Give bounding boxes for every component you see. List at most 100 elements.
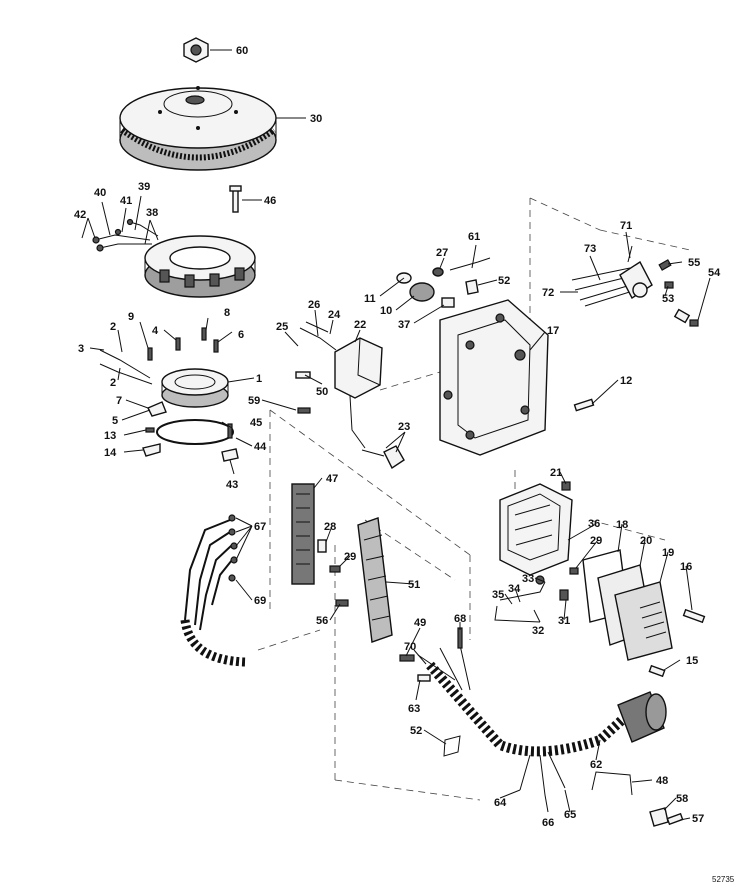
callout-29b: 29	[590, 535, 602, 547]
spring-48	[591, 771, 633, 796]
callout-28: 28	[324, 521, 336, 533]
callout-54: 54	[708, 267, 721, 279]
callout-16: 16	[680, 561, 692, 573]
module-cover	[582, 549, 706, 678]
clamp-52	[443, 735, 461, 757]
callout-29a: 29	[344, 551, 356, 563]
callout-65: 65	[564, 809, 576, 821]
callout-61: 61	[468, 231, 480, 243]
callout-50: 50	[316, 386, 328, 398]
callout-23: 23	[398, 421, 410, 433]
callout-47: 47	[326, 473, 338, 485]
callout-52b: 52	[410, 725, 422, 737]
ignition-module	[499, 481, 579, 601]
callout-6: 6	[238, 329, 244, 341]
callout-55: 55	[688, 257, 700, 269]
switch-box	[295, 321, 405, 470]
callout-20: 20	[640, 535, 652, 547]
callout-labels: 60 30 46 40 39 41 42 38 61 27 52 11 10 3…	[74, 45, 721, 829]
stator-leads	[92, 218, 159, 252]
callout-38: 38	[146, 207, 158, 219]
callout-63: 63	[408, 703, 420, 715]
callout-1: 1	[256, 373, 262, 385]
stator-assembly	[144, 235, 256, 298]
callout-71: 71	[620, 220, 632, 232]
callout-32: 32	[532, 625, 544, 637]
callout-58: 58	[676, 793, 688, 805]
callout-53: 53	[662, 293, 674, 305]
callout-41: 41	[120, 195, 132, 207]
callout-12: 12	[620, 375, 632, 387]
callout-46: 46	[264, 195, 276, 207]
callout-42: 42	[74, 209, 86, 221]
callout-39: 39	[138, 181, 150, 193]
ground-lead	[494, 575, 546, 623]
callout-24: 24	[328, 309, 341, 321]
callout-15: 15	[686, 655, 698, 667]
callout-34: 34	[508, 583, 521, 595]
callout-26: 26	[308, 299, 320, 311]
callout-68: 68	[454, 613, 466, 625]
callout-33: 33	[522, 573, 534, 585]
callout-67: 67	[254, 521, 266, 533]
callout-64: 64	[494, 797, 507, 809]
callout-8: 8	[224, 307, 230, 319]
callout-45: 45	[250, 417, 262, 429]
callout-19: 19	[662, 547, 674, 559]
callout-48: 48	[656, 775, 668, 787]
callout-22: 22	[354, 319, 366, 331]
wire-bundle-left	[180, 514, 246, 667]
flywheel	[119, 86, 277, 171]
wiring-harness	[399, 627, 667, 796]
leader-lines	[81, 49, 711, 821]
callout-36: 36	[588, 518, 600, 530]
callout-4: 4	[152, 325, 159, 337]
callout-27: 27	[436, 247, 448, 259]
callout-60: 60	[236, 45, 248, 57]
callout-44: 44	[254, 441, 267, 453]
callout-7: 7	[116, 395, 122, 407]
callout-2b: 2	[110, 377, 116, 389]
callout-56: 56	[316, 615, 328, 627]
flywheel-nut	[183, 37, 209, 63]
callout-51: 51	[408, 579, 420, 591]
callout-69: 69	[254, 595, 266, 607]
callout-25: 25	[276, 321, 288, 333]
callout-72: 72	[542, 287, 554, 299]
callout-17: 17	[547, 325, 559, 337]
callout-43: 43	[226, 479, 238, 491]
callout-57: 57	[692, 813, 704, 825]
mounting-plate	[439, 299, 595, 456]
callout-70: 70	[404, 641, 416, 653]
callout-37: 37	[398, 319, 410, 331]
callout-21: 21	[550, 467, 562, 479]
callout-52: 52	[498, 275, 510, 287]
rectifier	[357, 517, 393, 643]
callout-30: 30	[310, 113, 322, 125]
callout-59: 59	[248, 395, 260, 407]
callout-49: 49	[414, 617, 426, 629]
timer-base	[99, 349, 229, 408]
callout-5: 5	[112, 415, 118, 427]
callout-13: 13	[104, 430, 116, 442]
retaining-ring	[156, 419, 234, 445]
callout-9: 9	[128, 311, 134, 323]
screw-46	[229, 185, 242, 213]
callout-66: 66	[542, 817, 554, 829]
callout-11: 11	[364, 293, 376, 305]
drawing-code: 52735	[712, 875, 735, 884]
small-hardware-left	[142, 327, 239, 462]
callout-18: 18	[616, 519, 628, 531]
callout-73: 73	[584, 243, 596, 255]
bracket-58	[649, 807, 684, 827]
callout-62: 62	[590, 759, 602, 771]
callout-10: 10	[380, 305, 392, 317]
terminal-block	[291, 483, 349, 607]
callout-31: 31	[558, 615, 570, 627]
throttle-linkage	[571, 245, 699, 327]
callout-2a: 2	[110, 321, 116, 333]
callout-40: 40	[94, 187, 106, 199]
callout-3: 3	[78, 343, 84, 355]
callout-14: 14	[104, 447, 117, 459]
